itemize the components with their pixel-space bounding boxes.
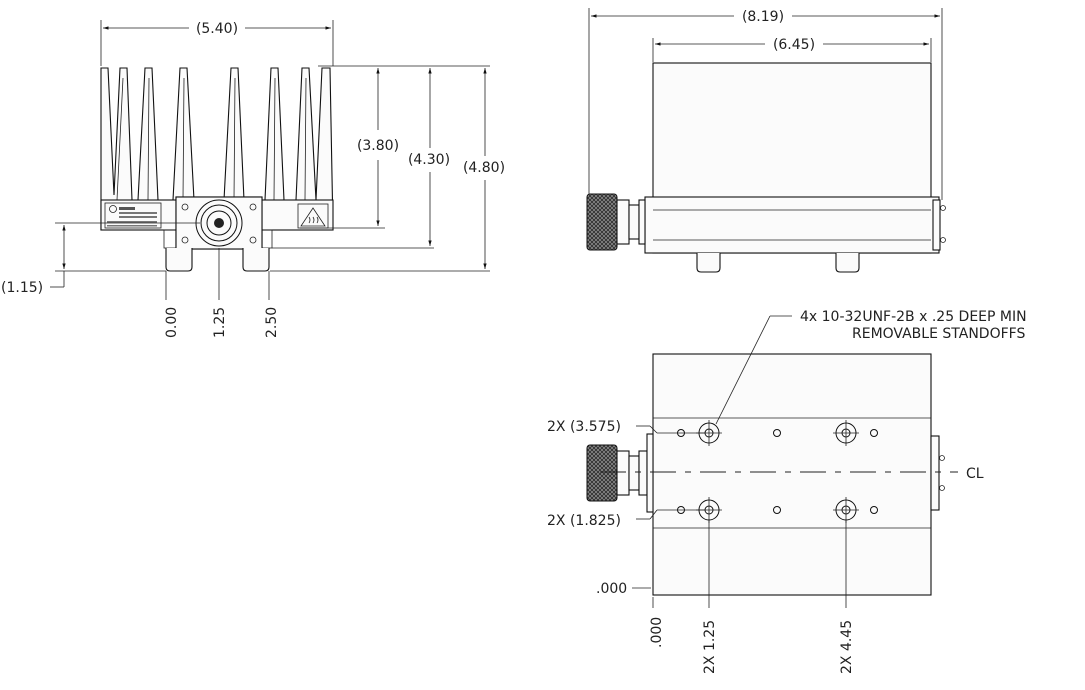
dim-height-480: (4.80): [463, 160, 505, 176]
side-connector: [586, 193, 646, 251]
standoff-holes: [696, 420, 859, 523]
dim-y-upper: 2X (3.575): [547, 419, 621, 435]
side-foot: [835, 253, 860, 273]
note-standoffs-line1: 4x 10-32UNF-2B x .25 DEEP MIN: [800, 309, 1027, 325]
x-station-0: 0.00: [164, 307, 180, 338]
dim-width: (5.40): [196, 21, 238, 37]
dim-body-length: (6.45): [773, 37, 815, 53]
dim-overall-length: (8.19): [742, 9, 784, 25]
note-standoffs-line2: REMOVABLE STANDOFFS: [852, 326, 1025, 342]
front-view: (5.40) (3.80) (4.30) (4.80) (1.15) 0.00 …: [1, 20, 505, 338]
side-foot: [696, 253, 721, 273]
x-station-1: 1.25: [212, 307, 228, 338]
centerline-symbol: CL: [966, 466, 984, 482]
x-station-2: 2.50: [264, 307, 280, 338]
dim-height-380: (3.80): [357, 138, 399, 154]
dim-height-430: (4.30): [408, 152, 450, 168]
dim-x-1: 2X 1.25: [702, 620, 718, 674]
side-base: [644, 196, 940, 254]
bottom-body: [652, 353, 932, 596]
dim-x-2: 2X 4.45: [839, 620, 855, 674]
standoffs: [165, 248, 270, 272]
side-view: (8.19) (6.45): [586, 8, 946, 273]
dim-y-origin: .000: [596, 581, 627, 597]
dim-y-lower: 2X (1.825): [547, 513, 621, 529]
bottom-view: CL: [547, 309, 1027, 674]
product-label: [104, 202, 162, 229]
heatsink-fins: [100, 67, 334, 231]
dim-x-origin: .000: [649, 617, 665, 648]
bottom-connector: [586, 433, 654, 513]
dim-offset: (1.15): [1, 280, 43, 296]
